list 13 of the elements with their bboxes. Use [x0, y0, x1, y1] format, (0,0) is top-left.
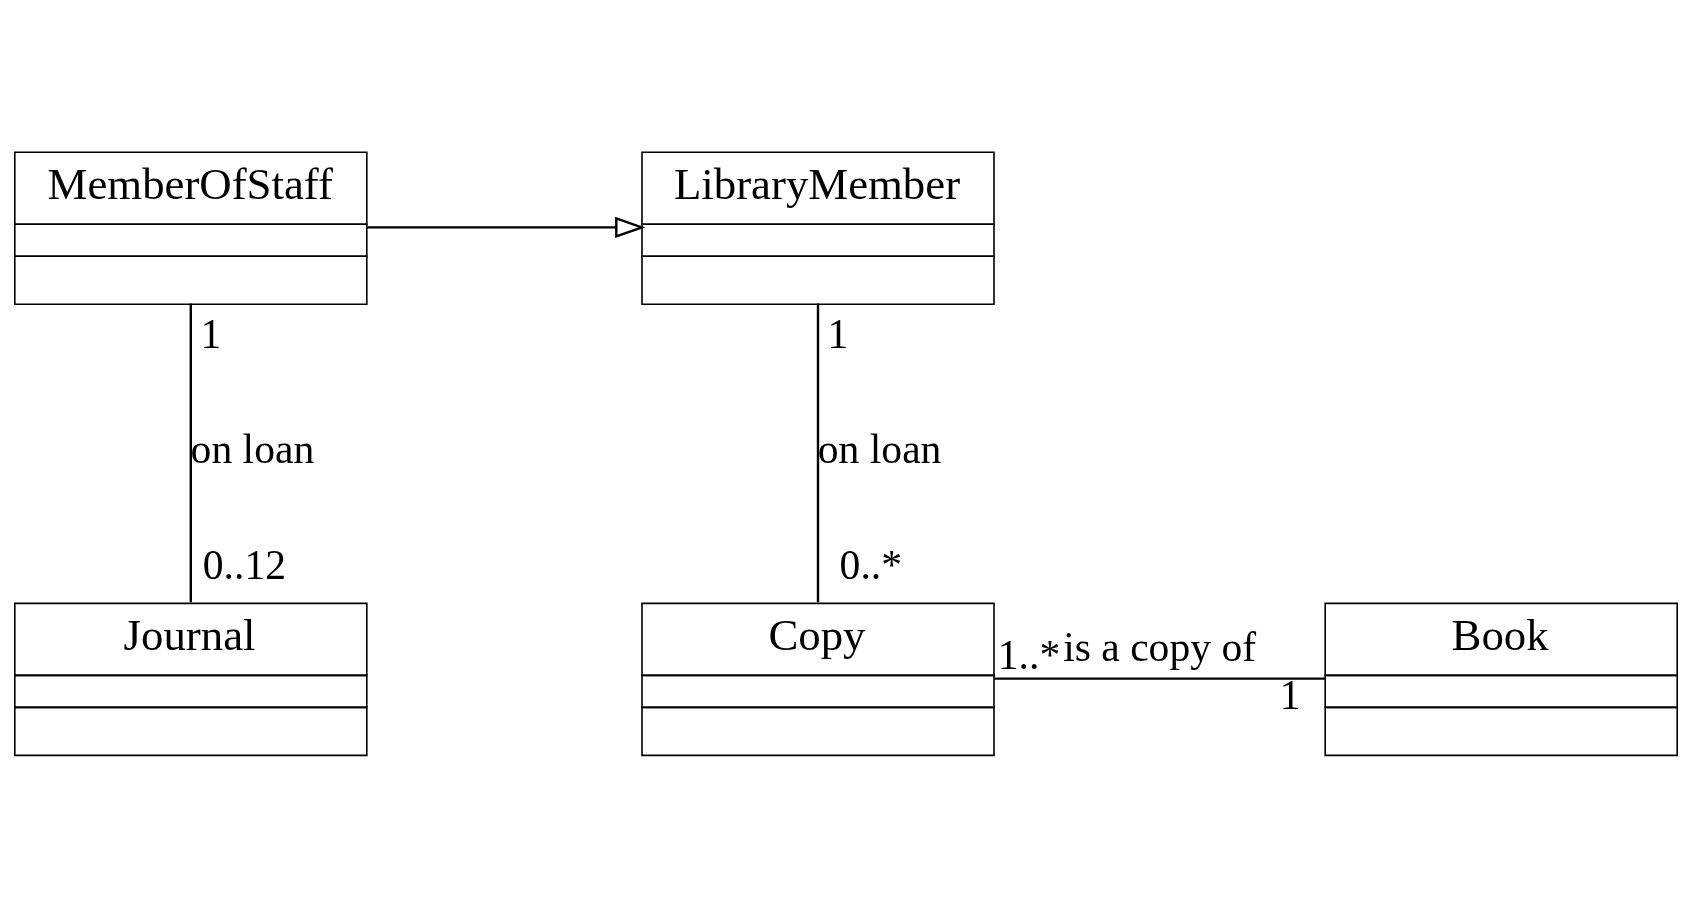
label: 0..12	[202, 541, 286, 588]
edge-label: on loan	[190, 426, 315, 473]
arrow	[367, 216, 646, 239]
edge-label: is a copy of	[1063, 623, 1257, 670]
connector	[189, 303, 192, 603]
edge-label: on loan	[817, 426, 942, 473]
label: 1	[200, 311, 222, 358]
connector	[816, 303, 820, 603]
label: 1..*	[997, 631, 1061, 678]
label: 0..*	[839, 541, 902, 588]
label: 1	[1279, 671, 1301, 718]
label: 1	[827, 311, 849, 358]
connector	[994, 677, 1325, 680]
